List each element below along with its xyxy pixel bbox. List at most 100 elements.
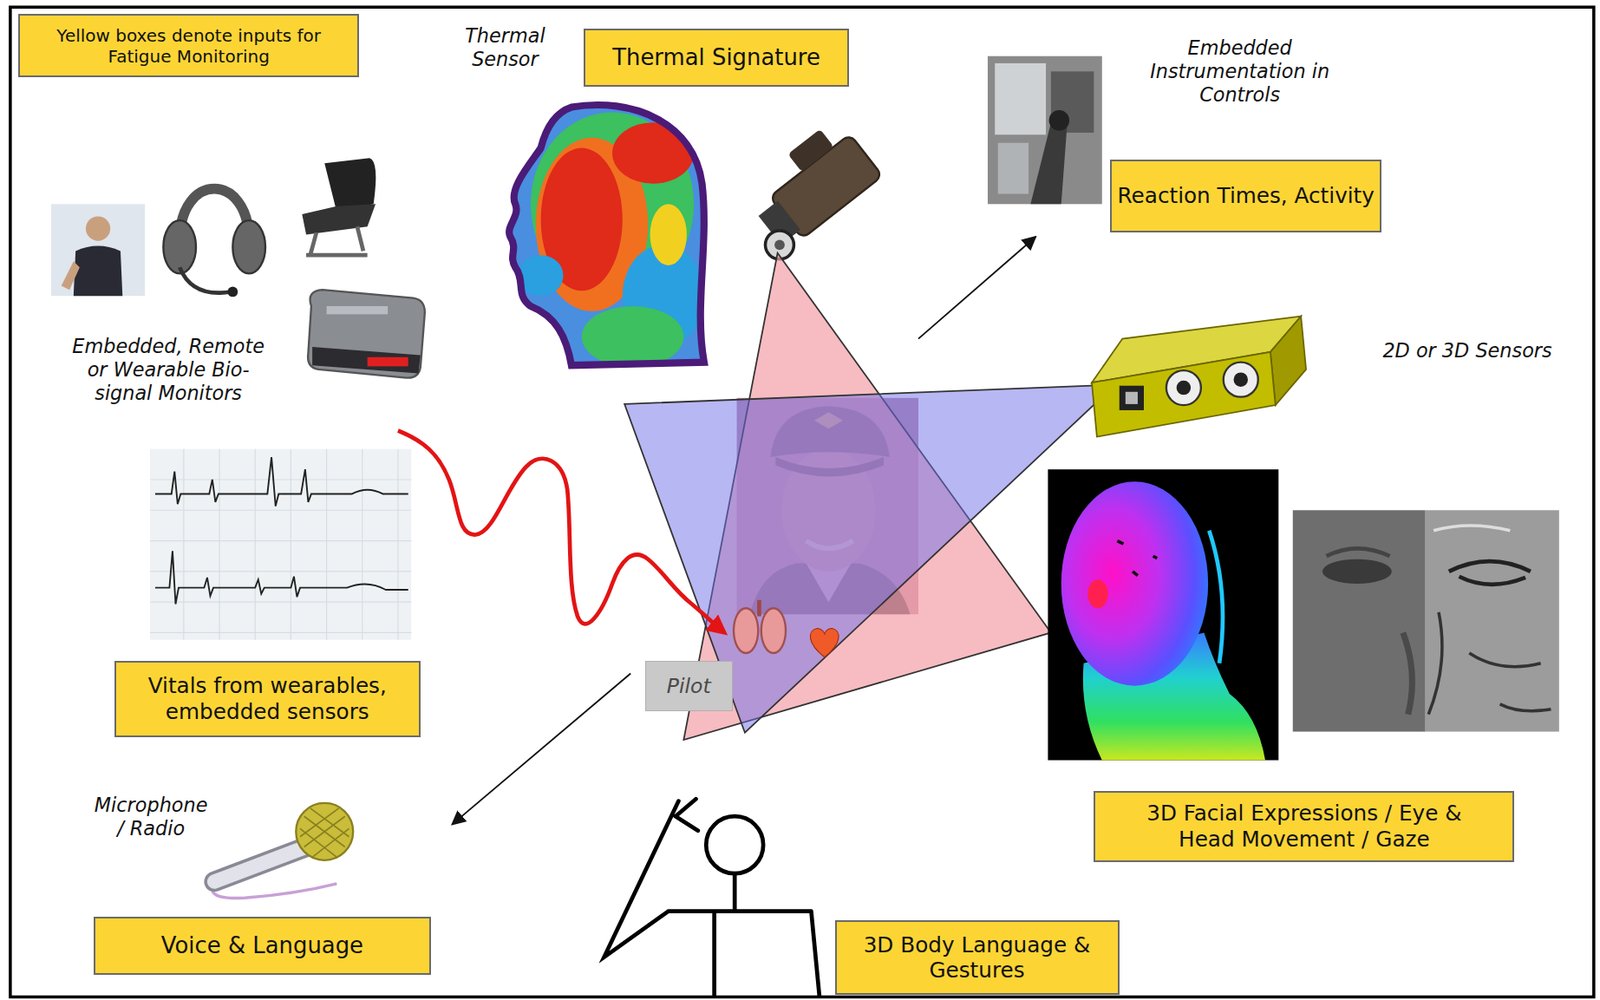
- box-text: 3D Facial Expressions / Eye & Head Movem…: [1119, 800, 1489, 852]
- thermal-head: [518, 254, 564, 296]
- ecg-chart: [155, 457, 409, 506]
- depth-sensor-box: [1223, 362, 1259, 398]
- depth-sensor-box: [1119, 385, 1144, 411]
- thermal-camera: [788, 129, 835, 172]
- device-label: 2D or 3D Sensors: [1345, 339, 1590, 363]
- page-frame: [10, 6, 1594, 997]
- cockpit-photo: [1030, 122, 1067, 204]
- input-box: Thermal Signature: [583, 28, 849, 87]
- seat-icon: [301, 203, 376, 235]
- subject-box: Pilot: [645, 660, 733, 712]
- ecg-chart: [150, 449, 412, 640]
- monitor-device: [307, 289, 425, 379]
- depth-face-image: [1116, 541, 1157, 576]
- input-box: Reaction Times, Activity: [1110, 159, 1382, 234]
- monitor-device: [367, 357, 409, 367]
- grey-face-image: [1293, 509, 1426, 732]
- biosignal-squiggle: [398, 430, 725, 633]
- stick-figure: [604, 798, 820, 996]
- grey-face-image: [1326, 548, 1391, 556]
- vest-photo: [61, 261, 80, 290]
- depth-face-image: [1087, 579, 1109, 608]
- depth-sensor-box: [1270, 316, 1307, 405]
- ecg-chart: [150, 449, 412, 640]
- lungs-heart-icon: [733, 600, 839, 658]
- grey-face-image: [1293, 509, 1560, 732]
- pointer-arrow: [918, 236, 1036, 340]
- grey-face-image: [1322, 559, 1392, 584]
- microphone-icon: [214, 847, 307, 882]
- thermal-camera: [739, 116, 883, 252]
- microphone-icon: [295, 803, 353, 861]
- box-text: Voice & Language: [161, 932, 364, 960]
- depth-face-image: [1061, 481, 1209, 686]
- lungs-heart-icon: [761, 607, 786, 654]
- thermal-camera: [774, 239, 785, 250]
- box-text: 3D Body Language & Gestures: [842, 932, 1113, 984]
- box-text: Vitals from wearables, embedded sensors: [121, 672, 414, 725]
- cockpit-photo: [987, 56, 1103, 205]
- device-label: Thermal Sensor: [449, 24, 562, 72]
- thermal-head: [500, 97, 715, 373]
- device-label: Embedded, Remote or Wearable Bio-signal …: [65, 334, 270, 405]
- thermal-head: [509, 104, 705, 366]
- microphone-icon: [300, 808, 349, 857]
- input-box: 3D Facial Expressions / Eye & Head Movem…: [1093, 790, 1515, 863]
- cockpit-photo: [998, 143, 1029, 195]
- device-label: Embedded Instrumentation in Controls: [1112, 36, 1368, 106]
- cockpit-photo: [1049, 110, 1071, 131]
- vest-photo: [51, 203, 145, 296]
- headset-icon: [163, 189, 266, 298]
- depth-face-image: [1047, 469, 1279, 760]
- headset-icon: [232, 220, 266, 274]
- microphone-icon: [214, 847, 307, 882]
- legend-text: Yellow boxes denote inputs for Fatigue M…: [25, 25, 353, 67]
- headset-icon: [227, 287, 238, 298]
- vest-photo: [85, 215, 111, 241]
- box-text: Reaction Times, Activity: [1117, 182, 1375, 209]
- stick-figure: [705, 816, 764, 874]
- ecg-chart: [155, 550, 409, 604]
- input-box: Voice & Language: [93, 916, 431, 975]
- legend-swatch: Yellow boxes denote inputs for Fatigue M…: [18, 13, 360, 78]
- thermal-head: [500, 97, 715, 373]
- thermal-camera: [739, 116, 883, 260]
- grey-face-image: [1433, 525, 1510, 531]
- thermal-head: [581, 306, 685, 368]
- depth-face-image: [1208, 530, 1223, 664]
- vest-photo: [73, 246, 123, 297]
- pointer-arrow: [451, 236, 1036, 825]
- sensor-view-cone: [624, 385, 1116, 733]
- device-label: Microphone / Radio: [90, 793, 213, 841]
- headset-icon: [163, 220, 196, 274]
- seat-icon: [306, 226, 368, 255]
- box-text: Thermal Signature: [612, 44, 821, 72]
- page-frame: [10, 6, 1594, 997]
- input-box: 3D Body Language & Gestures: [835, 920, 1120, 995]
- thermal-head: [500, 97, 715, 373]
- thermal-head: [650, 203, 687, 266]
- seat-icon: [301, 157, 376, 255]
- microphone-icon: [212, 803, 353, 899]
- monitor-device: [307, 289, 425, 379]
- headset-icon: [179, 267, 231, 293]
- depth-face-image: [1047, 469, 1279, 760]
- depth-sensor-box: [1091, 352, 1276, 438]
- cockpit-photo: [987, 56, 1103, 205]
- grey-face-image: [1428, 612, 1551, 715]
- pointer-arrow: [451, 673, 631, 825]
- monitor-device: [326, 306, 389, 314]
- seat-icon: [324, 157, 376, 212]
- lungs-heart-icon: [809, 628, 839, 658]
- ecg-chart: [150, 449, 412, 640]
- vest-photo: [51, 203, 145, 296]
- thermal-head: [612, 122, 694, 184]
- biosignal-squiggle: [398, 430, 725, 633]
- depth-sensor-box: [1234, 372, 1248, 386]
- stick-figure: [604, 798, 820, 996]
- lungs-heart-icon: [757, 600, 762, 617]
- grey-face-image: [1403, 632, 1413, 714]
- grey-face-image: [1449, 561, 1531, 585]
- grey-face-image: [1425, 509, 1560, 732]
